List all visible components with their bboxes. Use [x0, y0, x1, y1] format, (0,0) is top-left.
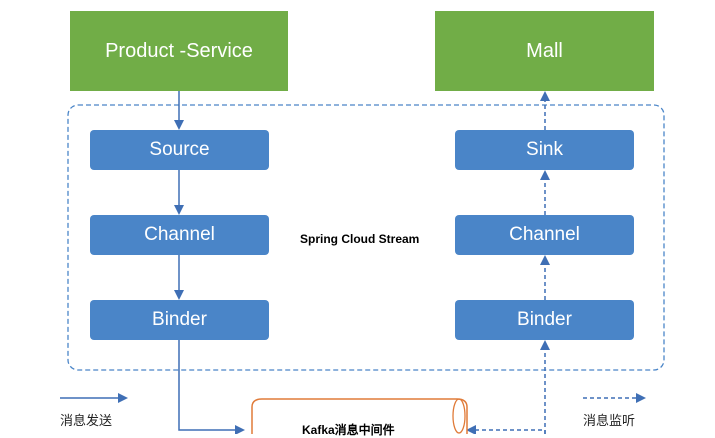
- mall-box: Mall: [435, 11, 654, 91]
- legend-send-label: 消息发送: [60, 413, 113, 428]
- source-label: Source: [149, 139, 210, 160]
- sink-box: Sink: [455, 130, 634, 170]
- arrow-binder-to-kafka: [178, 340, 245, 434]
- right-binder-label: Binder: [517, 309, 572, 330]
- mall-label: Mall: [526, 39, 563, 62]
- kafka-cylinder: [251, 398, 468, 434]
- spring-cloud-stream-label: Spring Cloud Stream: [300, 232, 420, 246]
- kafka-cylinder-cap: [452, 398, 466, 434]
- legend-listen-label: 消息监听: [583, 413, 636, 428]
- source-box: Source: [90, 130, 269, 170]
- producer-service-label: Product -Service: [105, 39, 253, 62]
- left-binder-box: Binder: [90, 300, 269, 340]
- kafka-middleware-label: Kafka消息中间件: [302, 423, 395, 437]
- sink-label: Sink: [526, 139, 563, 160]
- right-binder-box: Binder: [455, 300, 634, 340]
- arrow-kafka-to-binder: [466, 425, 546, 434]
- left-channel-box: Channel: [90, 215, 269, 255]
- left-channel-label: Channel: [144, 224, 215, 245]
- stream-container: [67, 104, 665, 371]
- right-channel-label: Channel: [509, 224, 580, 245]
- producer-service-box: Product -Service: [70, 11, 288, 91]
- right-channel-box: Channel: [455, 215, 634, 255]
- left-binder-label: Binder: [152, 309, 207, 330]
